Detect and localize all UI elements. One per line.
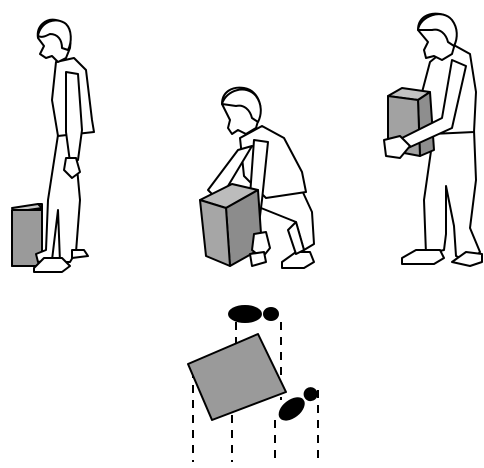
box-top-view <box>188 334 286 420</box>
panel-squatting-to-grip-box <box>200 88 314 268</box>
footprint-back <box>228 305 279 323</box>
panel-top-view-foot-placement <box>188 305 322 462</box>
panel-standing-holding-box <box>384 14 482 266</box>
person-squatting-front <box>250 232 270 266</box>
panel-standing-beside-box <box>12 20 94 272</box>
